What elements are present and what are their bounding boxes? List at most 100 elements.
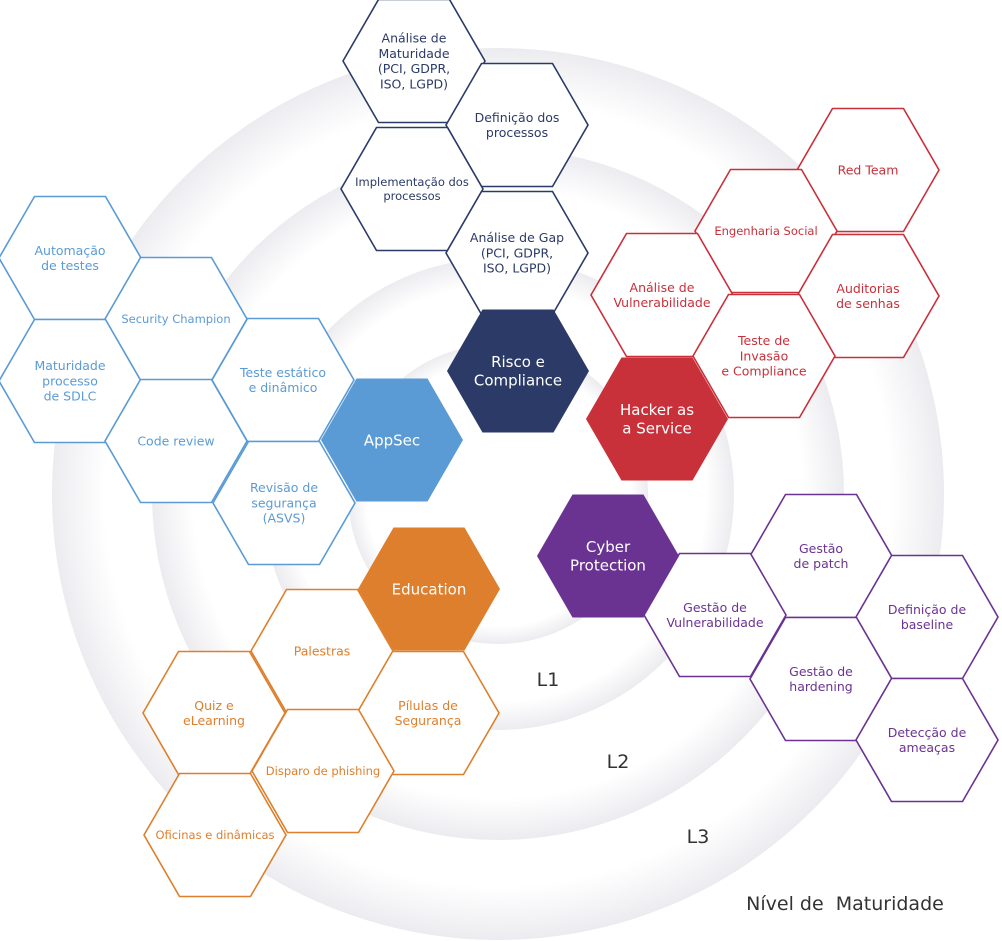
hex-appsec-security-champion: Security Champion — [104, 256, 248, 382]
hexagon-shape — [251, 708, 395, 834]
hex-label-line: ISO, LGPD) — [483, 261, 551, 276]
hex-label-line: Maturidade — [34, 358, 105, 373]
hex-hacker-engenharia-social: Engenharia Social — [694, 168, 838, 294]
hex-label-line: Análise de Gap — [470, 230, 564, 245]
core-hex-appsec: AppSec — [321, 378, 463, 502]
hex-label-line: (PCI, GDPR, — [378, 61, 450, 76]
hex-label-line: Definição dos — [475, 110, 560, 125]
hex-label-line: segurança — [251, 495, 316, 510]
hex-label-line: Implementação dos — [355, 175, 469, 189]
hex-label-line: Análise de — [630, 280, 695, 295]
hex-label-line: (ASVS) — [263, 511, 306, 526]
hex-label-line: Risco e — [491, 353, 545, 371]
hexagon-shape — [143, 772, 287, 898]
hex-label-line: processos — [383, 189, 440, 203]
hex-label-line: Security Champion — [121, 312, 230, 326]
hex-label-line: Gestão de — [683, 600, 747, 615]
hex-label-line: eLearning — [183, 713, 245, 728]
level-labels: L1 L2 L3 Nível de Maturidade — [537, 669, 944, 915]
hexagon-shape — [692, 293, 836, 419]
hex-label-line: Education — [392, 580, 467, 598]
hex-risco-analise-de-gap-pci-gdpr-iso-lgpd: Análise de Gap(PCI, GDPR,ISO, LGPD) — [445, 190, 589, 316]
hex-label-line: hardening — [789, 679, 852, 694]
hex-label-line: de senhas — [836, 296, 900, 311]
hex-label-line: Palestras — [294, 643, 351, 658]
hex-label-line: Teste de — [737, 333, 790, 348]
level-label-l2: L2 — [607, 751, 630, 773]
hex-label-line: AppSec — [364, 431, 420, 449]
hex-label-line: ISO, LGPD) — [380, 76, 448, 91]
maturity-caption: Nível de Maturidade — [746, 893, 944, 915]
hex-education-palestras: Palestras — [250, 588, 394, 714]
hex-label-line: processos — [486, 125, 548, 140]
hex-label-line: Automação — [34, 243, 105, 258]
level-label-l1: L1 — [537, 669, 560, 691]
core-hex-education: Education — [358, 527, 500, 651]
hex-label-line: Hacker as — [620, 401, 694, 419]
hex-label-line: Engenharia Social — [714, 224, 817, 238]
hex-label-line: Protection — [570, 556, 646, 574]
hex-label-line: de testes — [41, 258, 99, 273]
hex-label-line: Segurança — [395, 713, 462, 728]
hex-label-line: Disparo de phishing — [266, 764, 380, 778]
hex-hacker-red-team: Red Team — [796, 107, 940, 233]
hexagon-shape — [321, 378, 463, 502]
hex-label-line: (PCI, GDPR, — [481, 245, 553, 260]
hex-label-line: Maturidade — [378, 46, 449, 61]
hex-education-oficinas-e-dinamicas: Oficinas e dinâmicas — [143, 772, 287, 898]
hex-label-line: processo — [42, 373, 98, 388]
level-label-l3: L3 — [687, 826, 710, 848]
hexagon-shape — [212, 440, 356, 566]
hex-label-line: Gestão de — [789, 664, 853, 679]
hex-label-line: Invasão — [740, 348, 789, 363]
hex-label-line: Cyber — [586, 538, 631, 556]
hex-label-line: de SDLC — [44, 389, 97, 404]
hex-label-line: Vulnerabilidade — [613, 295, 710, 310]
hexagon-shape — [447, 309, 589, 433]
hex-label-line: baseline — [901, 617, 954, 632]
hex-label-line: Pílulas de — [398, 698, 458, 713]
core-hex-hacker: Hacker asa Service — [586, 357, 728, 481]
hex-education-disparo-de-phishing: Disparo de phishing — [251, 708, 395, 834]
hex-label-line: Compliance — [474, 371, 562, 389]
hexagon-shape — [537, 494, 679, 618]
hexagon-shape — [855, 677, 999, 803]
hex-label-line: Quiz e — [194, 698, 234, 713]
hex-label-line: e dinâmico — [249, 380, 318, 395]
hexagon-shape — [445, 62, 589, 188]
hex-label-line: ameaças — [899, 740, 955, 755]
hexagon-shape — [586, 357, 728, 481]
hex-label-line: Code review — [137, 433, 214, 448]
hex-label-line: Detecção de — [888, 725, 967, 740]
hex-label-line: Oficinas e dinâmicas — [155, 828, 274, 842]
hex-label-line: Análise de — [382, 31, 447, 46]
hex-label-line: Definição de — [888, 602, 967, 617]
hex-label-line: Teste estático — [239, 365, 326, 380]
hex-label-line: Auditorias — [836, 281, 899, 296]
hexagon-shape — [358, 527, 500, 651]
hex-label-line: a Service — [622, 419, 691, 437]
hexagon-shape — [104, 378, 248, 504]
hex-appsec-code-review: Code review — [104, 378, 248, 504]
hex-label-line: Gestão — [799, 541, 843, 556]
hex-label-line: Red Team — [838, 162, 899, 177]
hex-label-line: Vulnerabilidade — [666, 615, 763, 630]
